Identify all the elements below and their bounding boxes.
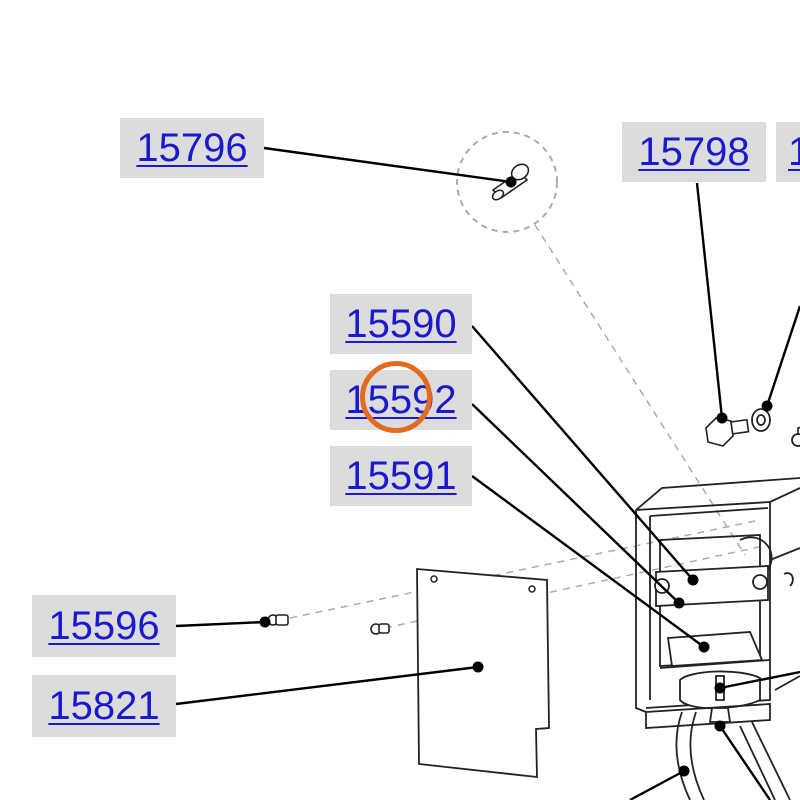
callout-15796[interactable]: 15796 xyxy=(120,118,264,178)
part-link-edge-cut[interactable]: 1 xyxy=(788,130,800,174)
bolt-part xyxy=(705,417,750,447)
leader-lines xyxy=(175,146,800,800)
part-link-15796[interactable]: 15796 xyxy=(136,126,248,170)
part-link-15590[interactable]: 15590 xyxy=(345,302,457,346)
washer-part xyxy=(751,408,771,432)
detail-circle xyxy=(456,131,558,233)
cover-plate xyxy=(416,568,550,779)
callout-15798[interactable]: 15798 xyxy=(622,122,766,182)
callout-15591[interactable]: 15591 xyxy=(330,446,472,506)
callout-edge-cut[interactable]: 1 xyxy=(776,122,800,182)
housing-assembly xyxy=(635,433,800,800)
cover-plate-holes xyxy=(430,575,536,593)
part-link-15591[interactable]: 15591 xyxy=(345,454,457,498)
part-link-15596[interactable]: 15596 xyxy=(48,604,160,648)
part-link-15592[interactable]: 15592 xyxy=(345,378,457,422)
callout-15596[interactable]: 15596 xyxy=(32,595,176,657)
callout-15821[interactable]: 15821 xyxy=(32,675,176,737)
callout-15592[interactable]: 15592 xyxy=(330,370,472,430)
screw-parts xyxy=(267,614,390,635)
part-link-15821[interactable]: 15821 xyxy=(48,684,160,728)
leader-endpoints xyxy=(259,176,773,777)
callout-15590[interactable]: 15590 xyxy=(330,294,472,354)
part-link-15798[interactable]: 15798 xyxy=(638,130,750,174)
